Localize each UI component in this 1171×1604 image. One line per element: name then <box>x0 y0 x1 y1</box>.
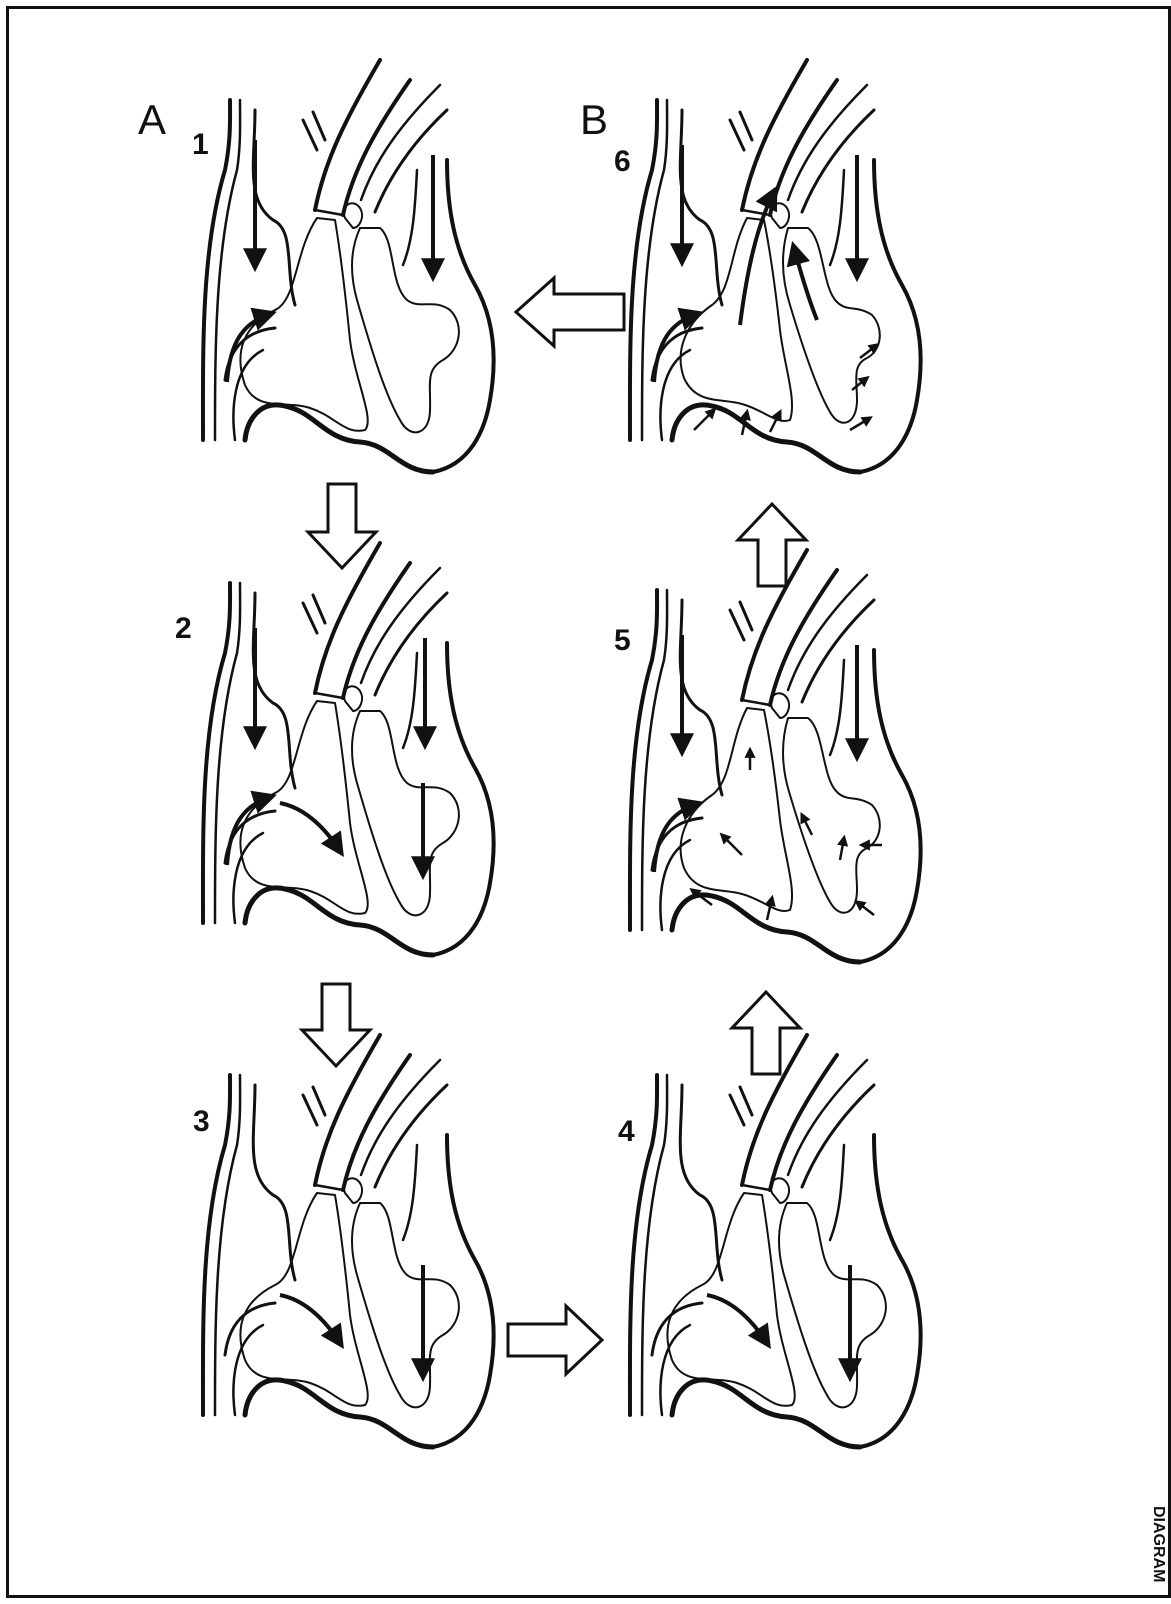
flow-arrow <box>654 314 697 382</box>
contraction-arrows <box>692 750 882 920</box>
heart-stage-2 <box>203 543 494 955</box>
heart-stage-5 <box>630 550 921 962</box>
flow-arrow <box>280 1295 340 1343</box>
transition-arrow-2-to-3 <box>302 984 370 1066</box>
transition-arrow-5-to-6 <box>738 504 806 586</box>
flow-arrow <box>707 1295 767 1343</box>
flow-arrow <box>227 797 270 865</box>
transition-arrow-3-to-4 <box>508 1306 602 1374</box>
ejection-arrow <box>794 248 817 320</box>
flow-arrow <box>280 803 340 851</box>
heart-stage-1 <box>203 60 494 472</box>
heart-stage-4 <box>630 1035 921 1447</box>
transition-arrow-1-to-2 <box>308 484 376 568</box>
heart-stage-6 <box>630 60 921 472</box>
flow-arrow <box>227 314 270 382</box>
transition-arrow-6-to-1 <box>516 278 624 346</box>
flow-arrow <box>654 804 697 872</box>
heart-stage-3 <box>203 1035 494 1447</box>
